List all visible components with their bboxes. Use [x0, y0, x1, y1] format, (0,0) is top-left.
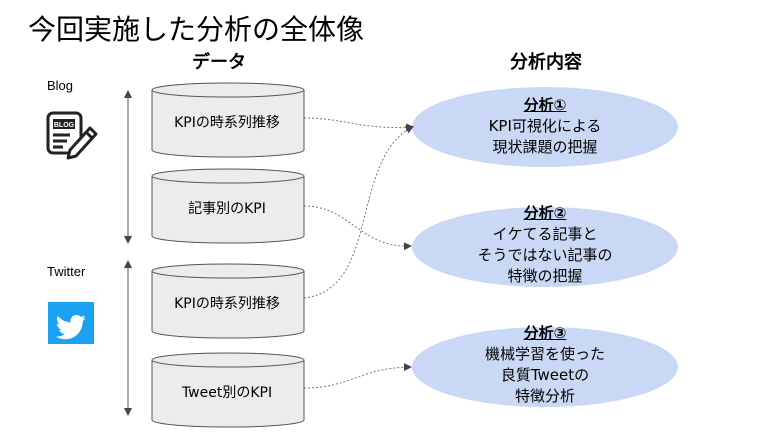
analysis-ellipse-1	[412, 87, 678, 167]
connector-2	[303, 205, 412, 251]
analysis-heading: 分析③	[523, 324, 567, 342]
analysis-line: KPI可視化による	[488, 117, 602, 135]
connector-4	[303, 363, 412, 389]
analysis-line: 良質Tweetの	[500, 366, 590, 384]
analysis-line: 特徴分析	[514, 387, 575, 405]
data-cylinder-1	[151, 82, 305, 158]
data-cylinder-3	[151, 263, 305, 339]
analysis-ellipse-2	[412, 207, 678, 287]
source-label-twitter: Twitter	[47, 264, 86, 279]
data-item-label: Tweet別のKPI	[181, 385, 273, 401]
source-label-blog: Blog	[47, 78, 74, 93]
data-column-header: データ	[192, 52, 246, 73]
data-item-label: KPIの時系列推移	[174, 296, 280, 312]
twitter-icon	[48, 302, 94, 344]
analysis-line: 現状課題の把握	[492, 138, 598, 156]
analysis-line: そうではない記事の	[477, 246, 613, 264]
analysis-line: 特徴の把握	[507, 267, 583, 285]
analysis-column-header: 分析内容	[510, 52, 582, 73]
analysis-line: 機械学習を使った	[484, 345, 605, 363]
analysis-ellipse-3	[412, 327, 678, 407]
data-item-label: 記事別のKPI	[188, 201, 266, 217]
analysis-1: 分析① KPI可視化による 現状課題の把握	[410, 95, 680, 158]
analysis-line: イケてる記事と	[492, 225, 598, 243]
data-cylinder-2	[151, 168, 305, 244]
svg-text:BLOG: BLOG	[54, 122, 75, 129]
page-title: 今回実施した分析の全体像	[28, 13, 365, 46]
connector-1	[303, 117, 414, 132]
blog-icon: BLOG	[46, 111, 98, 160]
analysis-3: 分析③ 機械学習を使った 良質Tweetの 特徴分析	[410, 323, 680, 407]
data-cylinder-4	[151, 352, 305, 428]
analysis-heading: 分析①	[523, 96, 567, 114]
analysis-heading: 分析②	[523, 204, 567, 222]
analysis-2: 分析② イケてる記事と そうではない記事の 特徴の把握	[410, 203, 680, 287]
data-item-label: KPIの時系列推移	[174, 115, 280, 131]
connector-3	[303, 126, 414, 299]
